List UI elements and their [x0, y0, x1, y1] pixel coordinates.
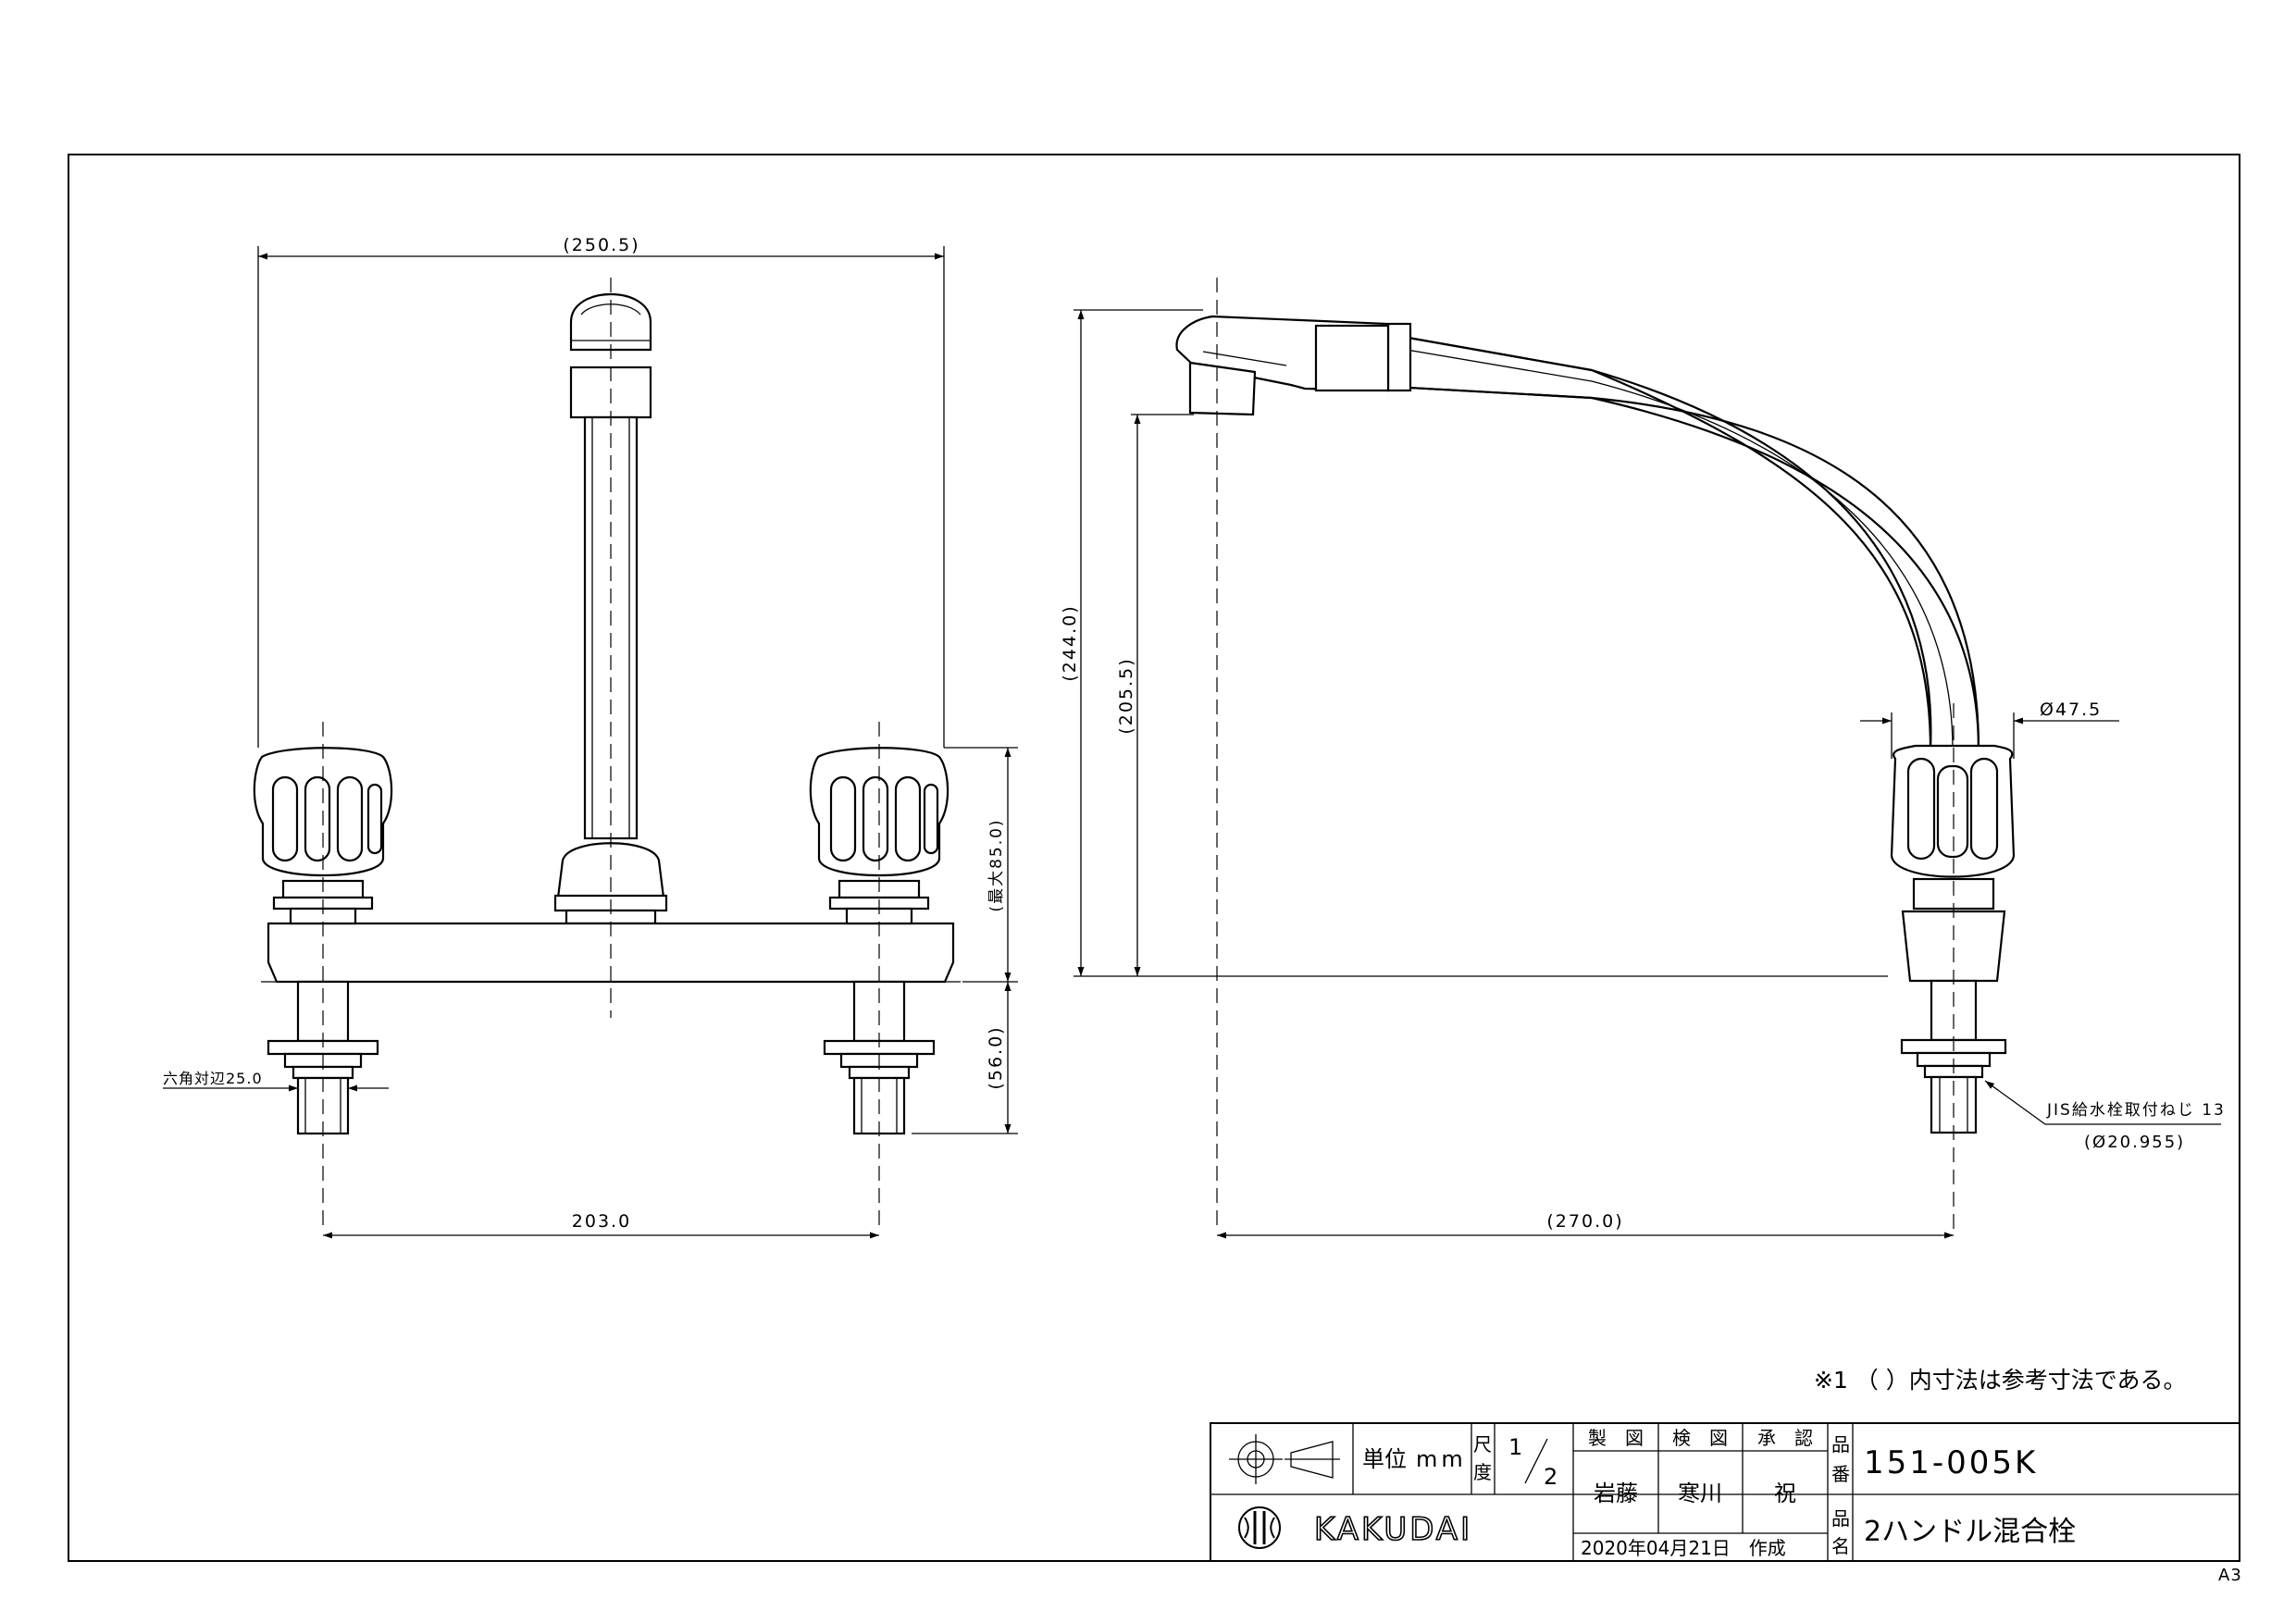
side-dimensions: (244.0) (205.5) (270.0) Ø47.5 JIS給水栓取付ねじ…	[1060, 309, 2226, 1239]
scale-numerator: 1	[1508, 1434, 1522, 1460]
scale-denominator: 2	[1544, 1464, 1558, 1490]
projection-symbol-icon	[1229, 1434, 1340, 1484]
part-name-label-bottom: 名	[1831, 1535, 1850, 1557]
dim-reach-270: (270.0)	[1546, 1211, 1623, 1232]
title-block: 単位 mm 尺 度 1 2 製 図 検 図 承 認 岩藤 寒川 祝 2020年0…	[1210, 1422, 2240, 1562]
dim-stem-56: (56.0)	[986, 1025, 1006, 1089]
drawing-border	[68, 154, 2240, 1562]
dim-front-width: (250.5)	[563, 235, 639, 255]
front-dimensions: (250.5) 203.0 六角対辺25.0 (最大85.0) (56.0)	[163, 235, 1018, 1239]
company-name: KAKUDAI	[1314, 1511, 1472, 1548]
side-view	[1175, 278, 2016, 1231]
thread-spec: JIS給水栓取付ねじ 13	[2046, 1101, 2226, 1120]
side-spout-head	[1175, 315, 1412, 416]
part-number: 151-005K	[1864, 1444, 2038, 1481]
dim-hex: 六角対辺25.0	[163, 1070, 263, 1087]
scale-label-top: 尺	[1473, 1433, 1492, 1456]
unit-label: 単位	[1362, 1446, 1407, 1472]
dim-diameter: Ø47.5	[2040, 700, 2102, 720]
thread-diameter: (Ø20.955)	[2084, 1133, 2185, 1152]
reference-note: ※1 （ ）内寸法は参考寸法である。	[1814, 1367, 2187, 1394]
part-no-label-bottom: 番	[1831, 1463, 1850, 1485]
dim-side-205: (205.5)	[1116, 657, 1136, 734]
unit-value: mm	[1416, 1446, 1467, 1472]
part-name: 2ハンドル混合栓	[1864, 1516, 2076, 1548]
approved-by: 祝	[1774, 1481, 1796, 1506]
kakudai-logo-icon	[1238, 1506, 1281, 1549]
checked-by: 寒川	[1678, 1481, 1722, 1506]
side-spout-pipe	[1391, 333, 1980, 751]
dim-max-height: (最大85.0)	[987, 818, 1006, 911]
front-view	[253, 278, 961, 1231]
part-no-label-top: 品	[1831, 1433, 1850, 1456]
dim-side-244: (244.0)	[1060, 604, 1080, 681]
checked-label: 検 図	[1672, 1427, 1728, 1449]
scale-label-bottom: 度	[1473, 1461, 1492, 1483]
part-name-label-top: 品	[1831, 1507, 1850, 1530]
dim-mount-pitch: 203.0	[572, 1211, 631, 1232]
date-created: 2020年04月21日 作成	[1581, 1537, 1786, 1559]
drawn-by: 岩藤	[1594, 1481, 1638, 1506]
approved-label: 承 認	[1757, 1427, 1813, 1449]
paper-size: A3	[2218, 1566, 2242, 1585]
side-handle	[1890, 744, 2016, 1134]
drawn-label: 製 図	[1588, 1427, 1644, 1449]
